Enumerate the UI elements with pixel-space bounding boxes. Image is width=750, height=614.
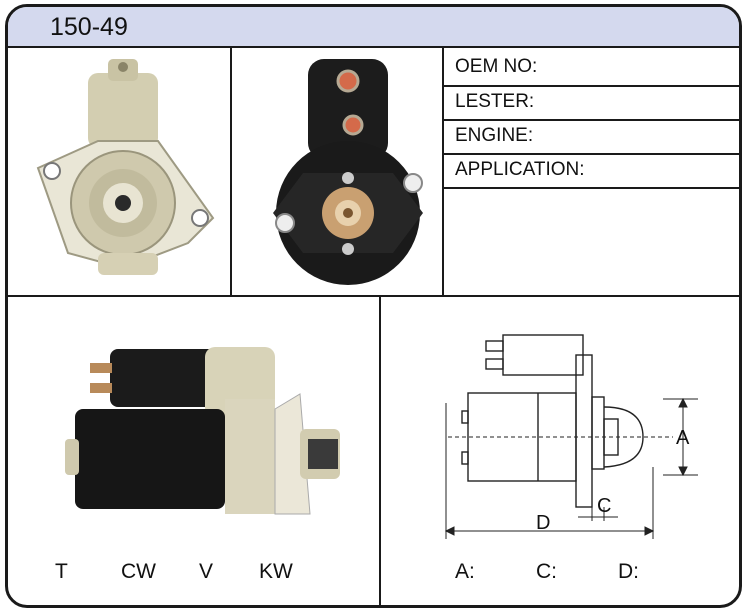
starter-rear-view-image [273, 59, 423, 285]
part-number-title: 150-49 [50, 13, 128, 41]
spec-row-divider [442, 153, 739, 155]
spec-engine: ENGINE: [455, 125, 534, 146]
rotation-label-t: T [55, 560, 68, 583]
divider [442, 46, 444, 295]
divider [230, 46, 232, 295]
dim-label-d: D [536, 512, 550, 534]
title-bar: 150-49 [8, 7, 739, 48]
divider [8, 295, 739, 297]
spec-oem-no: OEM NO: [455, 56, 538, 77]
starter-side-view-image [65, 347, 340, 515]
rotation-label-kw: KW [259, 560, 293, 583]
spec-row-divider [442, 187, 739, 189]
dim-label-c: C [597, 495, 611, 517]
rotation-label-cw: CW [121, 560, 156, 583]
spec-row-divider [442, 85, 739, 87]
spec-row-divider [442, 119, 739, 121]
product-card: 150-49 OEM NO: LESTER: ENGINE: APPLICATI… [5, 4, 742, 608]
spec-lester: LESTER: [455, 91, 535, 112]
rotation-label-v: V [199, 560, 214, 583]
dim-footer-d: D: [618, 560, 639, 583]
dim-footer-c: C: [536, 560, 557, 583]
divider [379, 295, 381, 605]
dim-label-a: A [676, 427, 690, 449]
starter-front-view-image [36, 59, 215, 275]
spec-application: APPLICATION: [455, 159, 585, 180]
starter-dimension-diagram: A C D [444, 334, 698, 539]
dim-footer-a: A: [455, 560, 475, 583]
